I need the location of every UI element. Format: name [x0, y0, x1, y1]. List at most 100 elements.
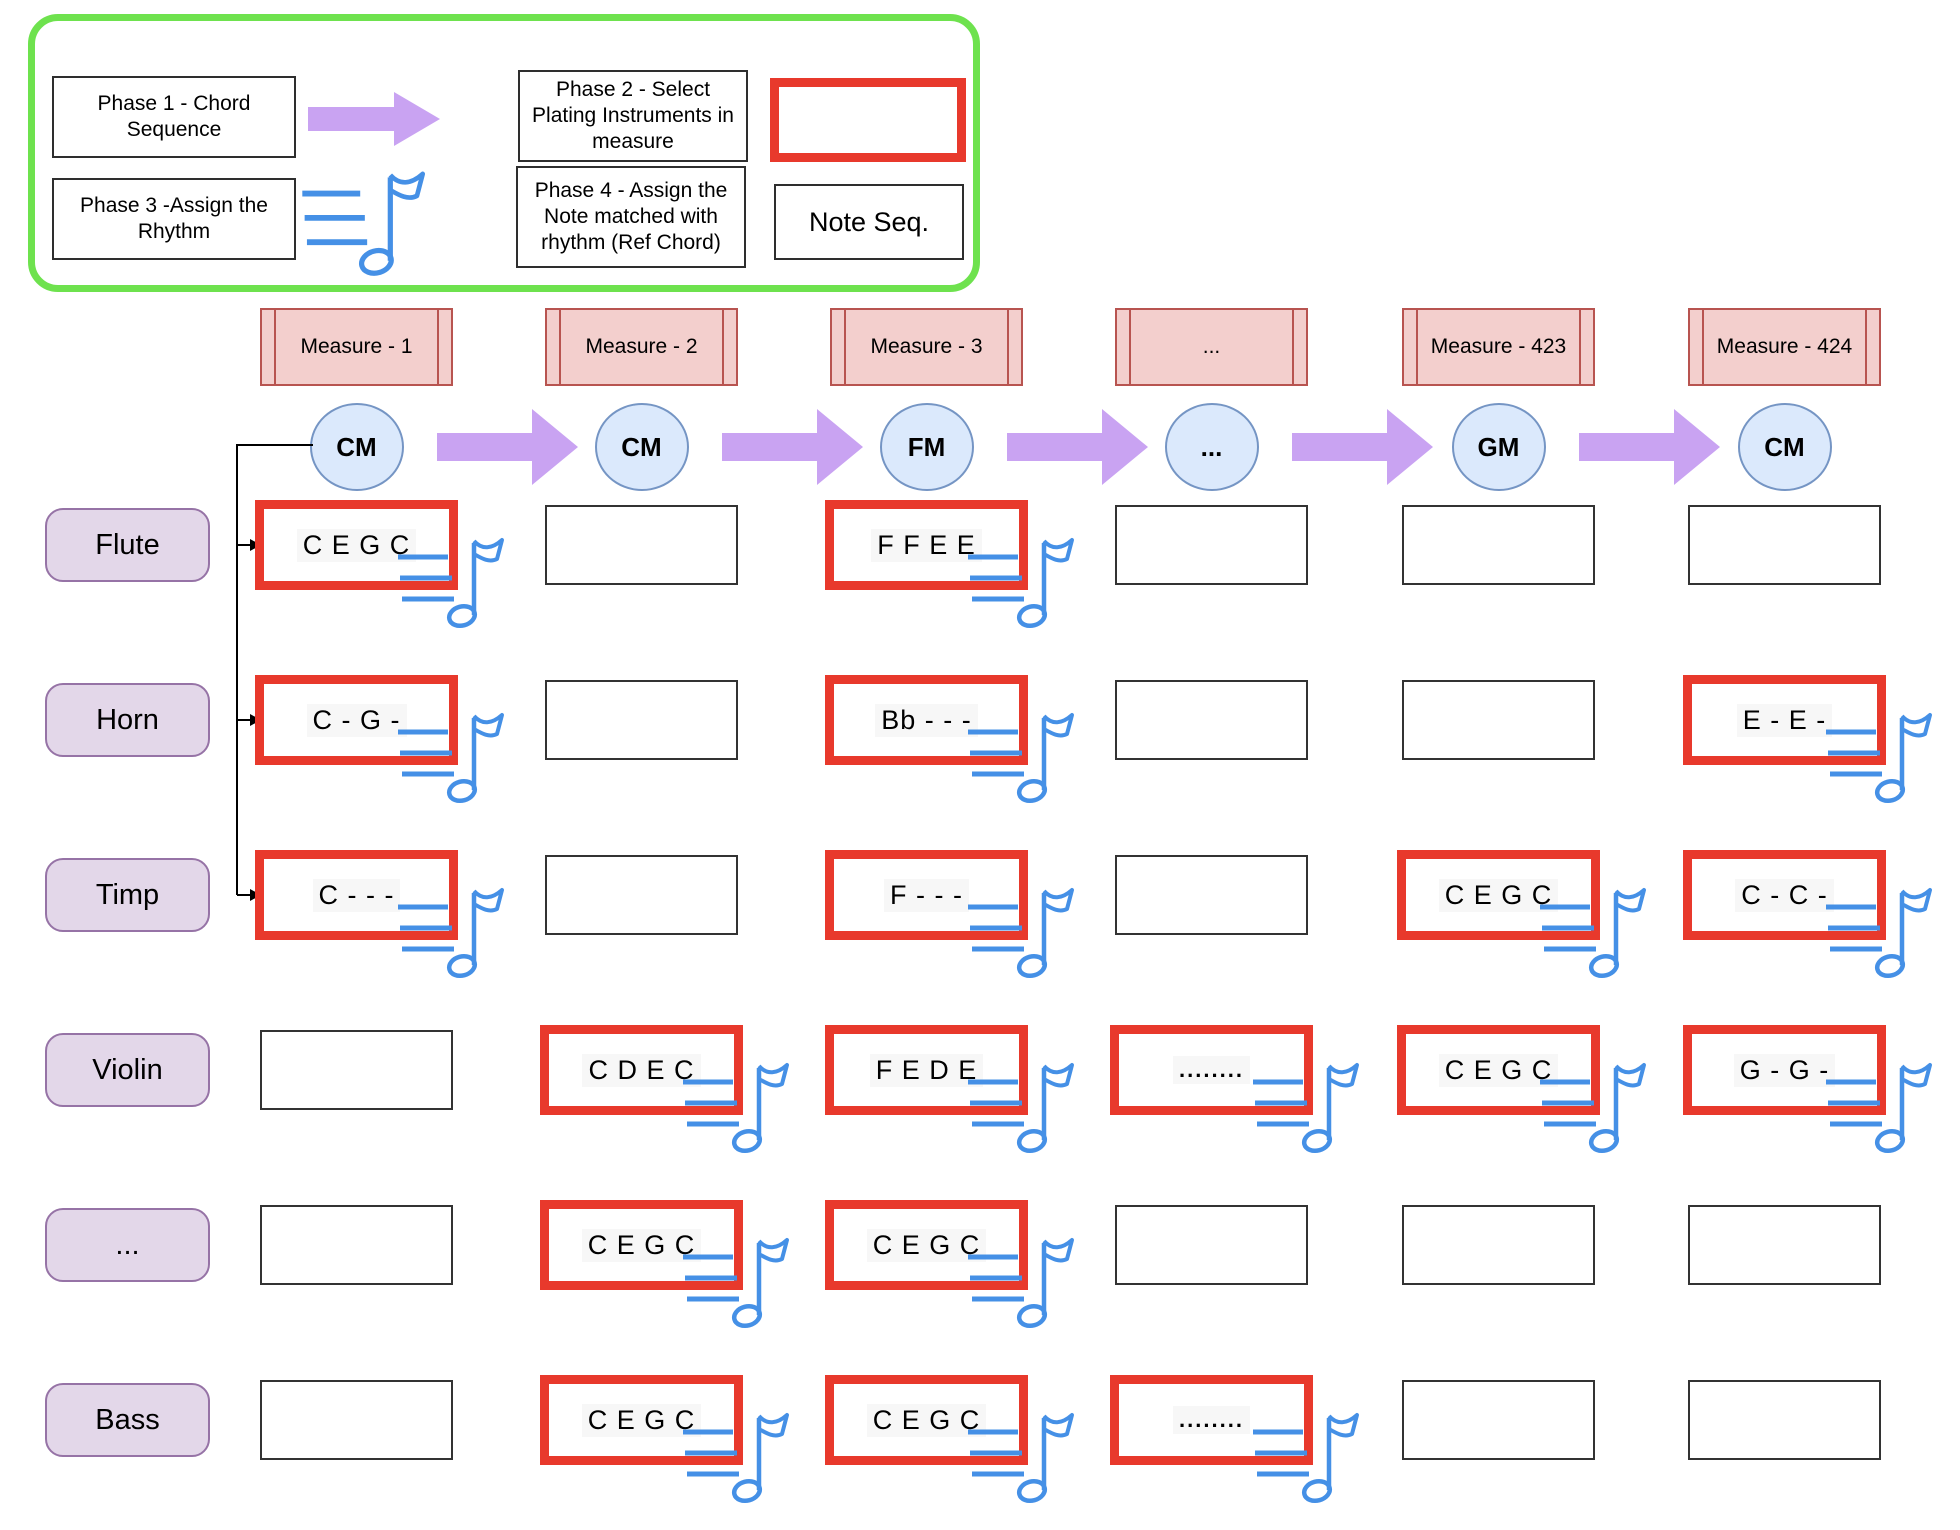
measure-header-2: Measure - 2 [545, 308, 738, 386]
measure-header-label: Measure - 1 [300, 335, 413, 358]
instrument-name: ... [115, 1228, 140, 1261]
note-box-empty [1688, 1380, 1881, 1460]
rhythm-note-icon [968, 1238, 1074, 1329]
chord-progress-arrow-icon [1006, 409, 1148, 485]
chord-node-4: ... [1164, 403, 1259, 491]
measure-header-label: Measure - 423 [1430, 335, 1567, 358]
note-box-selected: C - - - [255, 850, 458, 940]
chord-node-5: GM [1451, 403, 1546, 491]
rhythm-note-icon [398, 888, 504, 979]
instrument-name: Flute [95, 528, 160, 561]
measure-header-4: ... [1115, 308, 1308, 386]
rhythm-note-icon [968, 538, 1074, 629]
rhythm-note-icon [1540, 888, 1646, 979]
instrument-label-6: Bass [45, 1383, 210, 1457]
measure-header-label: ... [1202, 335, 1221, 358]
rhythm-note-icon [683, 1063, 789, 1154]
note-box-selected: Bb - - - [825, 675, 1028, 765]
chord-to-instruments-connector [236, 444, 313, 901]
chord-node-1: CM [309, 403, 404, 491]
legend-phase3-label: Phase 3 -Assign the Rhythm [80, 193, 268, 243]
note-box-empty [260, 1205, 453, 1285]
rhythm-note-icon [398, 713, 504, 804]
note-box-selected: C E G C [1397, 850, 1600, 940]
rhythm-note-icon [1253, 1413, 1359, 1504]
note-box-empty [1402, 680, 1595, 760]
legend-phase4-label: Phase 4 - Assign the Note matched with r… [534, 178, 728, 255]
measure-header-5: Measure - 423 [1402, 308, 1595, 386]
note-sequence: C - C - [1735, 878, 1834, 912]
instrument-label-1: Flute [45, 508, 210, 582]
rhythm-note-icon [683, 1413, 789, 1504]
note-sequence: Bb - - - [875, 703, 978, 737]
note-sequence: C - G - [306, 703, 407, 737]
note-sequence: E - E - [1736, 703, 1833, 737]
note-sequence: C D E C [582, 1053, 701, 1087]
note-sequence: C E G C [581, 1403, 702, 1437]
note-sequence: G - G - [1733, 1053, 1836, 1087]
note-box-empty [1115, 505, 1308, 585]
note-box-selected: G - G - [1683, 1025, 1886, 1115]
legend-phase3-box: Phase 3 -Assign the Rhythm [52, 178, 296, 260]
note-box-empty [1115, 1205, 1308, 1285]
note-sequence: C E G C [1438, 1053, 1559, 1087]
legend-phase1-label: Phase 1 - Chord Sequence [97, 91, 251, 141]
note-sequence: F E D E [869, 1053, 984, 1087]
note-sequence: C E G C [581, 1228, 702, 1262]
chord-label: ... [1200, 431, 1223, 462]
note-box-empty [545, 855, 738, 935]
note-box-selected: ........ [1110, 1375, 1313, 1465]
note-box-selected: F F E E [825, 500, 1028, 590]
instrument-label-5: ... [45, 1208, 210, 1282]
legend-note-seq-box: Note Seq. [774, 184, 964, 260]
chord-node-6: CM [1737, 403, 1832, 491]
eighth-note-icon [302, 171, 426, 276]
legend-selected-box-sample [770, 78, 966, 162]
instrument-name: Violin [92, 1053, 163, 1086]
note-box-selected: F E D E [825, 1025, 1028, 1115]
rhythm-note-icon [968, 1063, 1074, 1154]
chord-label: CM [621, 431, 662, 462]
legend-phase2-box: Phase 2 - Select Plating Instruments in … [518, 70, 748, 162]
legend-phase1-box: Phase 1 - Chord Sequence [52, 76, 296, 158]
chord-label: CM [336, 431, 377, 462]
note-box-selected: F - - - [825, 850, 1028, 940]
note-box-empty [1402, 505, 1595, 585]
measure-header-1: Measure - 1 [260, 308, 453, 386]
note-box-selected: C - C - [1683, 850, 1886, 940]
instrument-label-4: Violin [45, 1033, 210, 1107]
note-sequence: C E G C [1438, 878, 1559, 912]
legend-chord-arrow-icon [308, 92, 440, 146]
note-box-selected: C E G C [540, 1375, 743, 1465]
note-box-selected: C E G C [825, 1200, 1028, 1290]
rhythm-note-icon [1826, 713, 1932, 804]
note-sequence: C - - - [312, 878, 401, 912]
measure-header-6: Measure - 424 [1688, 308, 1881, 386]
chord-progress-arrow-icon [721, 409, 863, 485]
chord-label: FM [907, 431, 946, 462]
note-box-empty [1688, 505, 1881, 585]
note-box-selected: C E G C [825, 1375, 1028, 1465]
note-box-selected: C E G C [540, 1200, 743, 1290]
note-box-selected: C D E C [540, 1025, 743, 1115]
note-box-empty [1402, 1380, 1595, 1460]
note-box-empty [260, 1030, 453, 1110]
note-box-selected: ........ [1110, 1025, 1313, 1115]
legend-phase4-box: Phase 4 - Assign the Note matched with r… [516, 166, 746, 268]
rhythm-note-icon [1253, 1063, 1359, 1154]
note-box-empty [1688, 1205, 1881, 1285]
chord-progress-arrow-icon [1291, 409, 1433, 485]
note-box-empty [1115, 680, 1308, 760]
note-box-empty [545, 680, 738, 760]
rhythm-note-icon [398, 538, 504, 629]
chord-progress-arrow-icon [1578, 409, 1720, 485]
chord-progress-arrow-icon [436, 409, 578, 485]
note-sequence: F - - - [884, 878, 969, 912]
instrument-label-3: Timp [45, 858, 210, 932]
instrument-name: Horn [96, 703, 159, 736]
instrument-label-2: Horn [45, 683, 210, 757]
instrument-name: Timp [95, 878, 160, 911]
rhythm-note-icon [683, 1238, 789, 1329]
note-sequence: C E G C [866, 1228, 987, 1262]
